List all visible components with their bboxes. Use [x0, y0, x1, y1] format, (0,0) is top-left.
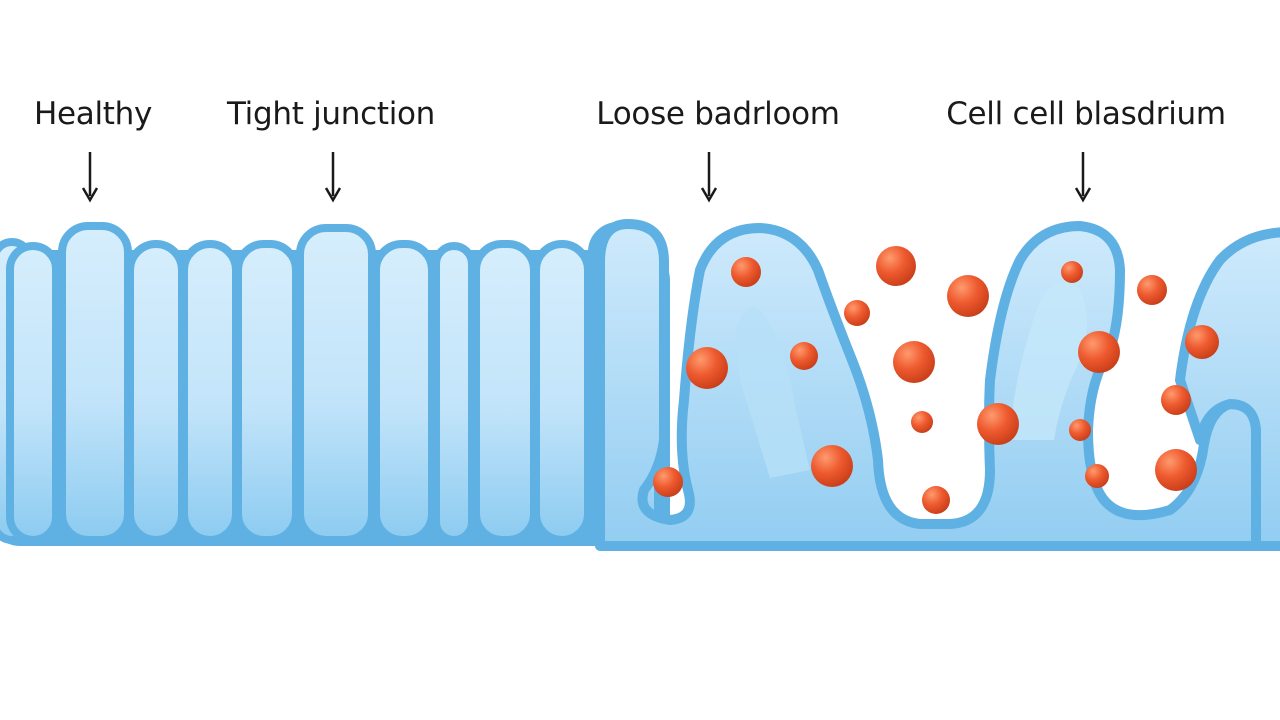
particle — [1185, 325, 1219, 359]
arrow-tight-junction — [324, 152, 342, 203]
healthy-cell — [472, 240, 538, 544]
particle — [922, 486, 950, 514]
particle — [731, 257, 761, 287]
label-loose: Loose badrloom — [596, 96, 840, 132]
arrow-healthy — [81, 152, 99, 203]
healthy-cell — [180, 240, 240, 544]
particle — [1085, 464, 1109, 488]
particle — [653, 467, 683, 497]
label-tight-junction: Tight junction — [226, 96, 436, 132]
healthy-cells — [0, 222, 662, 544]
healthy-cell — [234, 240, 300, 544]
particle — [977, 403, 1019, 445]
particle — [911, 411, 933, 433]
particle — [811, 445, 853, 487]
particle — [1161, 385, 1191, 415]
particle — [947, 275, 989, 317]
particle — [1155, 449, 1197, 491]
particle — [790, 342, 818, 370]
particle — [686, 347, 728, 389]
label-cell-cell: Cell cell blasdrium — [946, 96, 1226, 132]
healthy-cell — [6, 242, 60, 544]
particle — [844, 300, 870, 326]
healthy-cell — [432, 242, 476, 544]
healthy-cell — [372, 240, 436, 544]
healthy-cell — [532, 240, 592, 544]
leaky-fold-right — [1010, 282, 1087, 440]
particle — [1061, 261, 1083, 283]
particle — [1078, 331, 1120, 373]
leaky-cell-right — [1175, 227, 1280, 551]
particle — [876, 246, 916, 286]
particle — [893, 341, 935, 383]
leaked-particles — [653, 246, 1219, 514]
leaky-epithelium — [595, 219, 1263, 551]
leaky-fold-left — [736, 307, 810, 478]
particle — [1069, 419, 1091, 441]
healthy-cell — [126, 240, 186, 544]
healthy-cell — [296, 224, 376, 544]
label-healthy: Healthy — [33, 96, 153, 132]
arrow-loose — [700, 152, 718, 203]
particle — [1137, 275, 1167, 305]
arrow-cell-cell — [1074, 152, 1092, 203]
healthy-cell — [58, 222, 132, 544]
